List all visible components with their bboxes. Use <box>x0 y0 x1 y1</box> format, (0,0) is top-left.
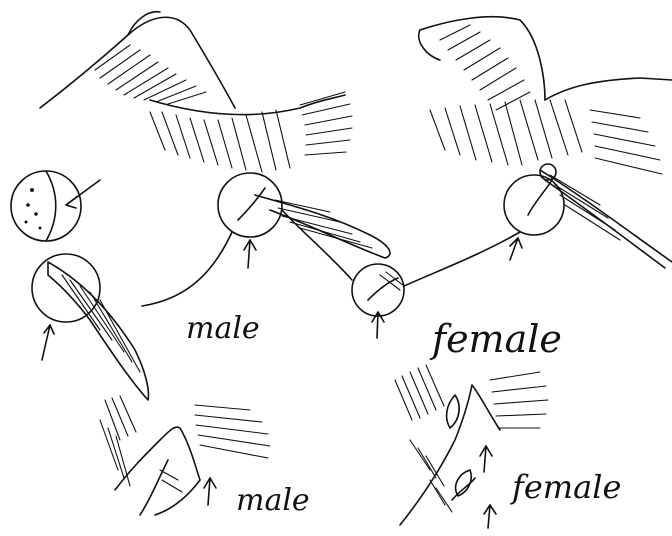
arrow-female-top <box>510 238 522 260</box>
male-pectoral-fin <box>255 195 390 258</box>
left-fish-outline <box>40 12 352 172</box>
magnify-circle-male-top <box>218 173 282 237</box>
connector-left-male <box>142 232 232 306</box>
label-female-bottom: female <box>510 468 621 506</box>
arrow-male-bottom <box>204 478 216 505</box>
label-female-top: female <box>429 317 562 361</box>
label-male-top: male <box>186 311 260 346</box>
arrow-female-bottom-upper <box>480 446 492 472</box>
magnify-circle-female-top <box>504 164 564 235</box>
arrow-female-bottom-lower <box>484 505 496 528</box>
arrow-left-circle <box>42 325 54 360</box>
label-male-bottom: male <box>236 483 310 518</box>
connector-male-female <box>282 210 352 280</box>
magnify-circle-female-mid <box>352 264 404 316</box>
magnify-circle-inset <box>11 171 100 241</box>
arrow-male-top <box>244 240 256 268</box>
right-fish-outline <box>419 17 672 268</box>
connector-female-right <box>404 232 520 286</box>
